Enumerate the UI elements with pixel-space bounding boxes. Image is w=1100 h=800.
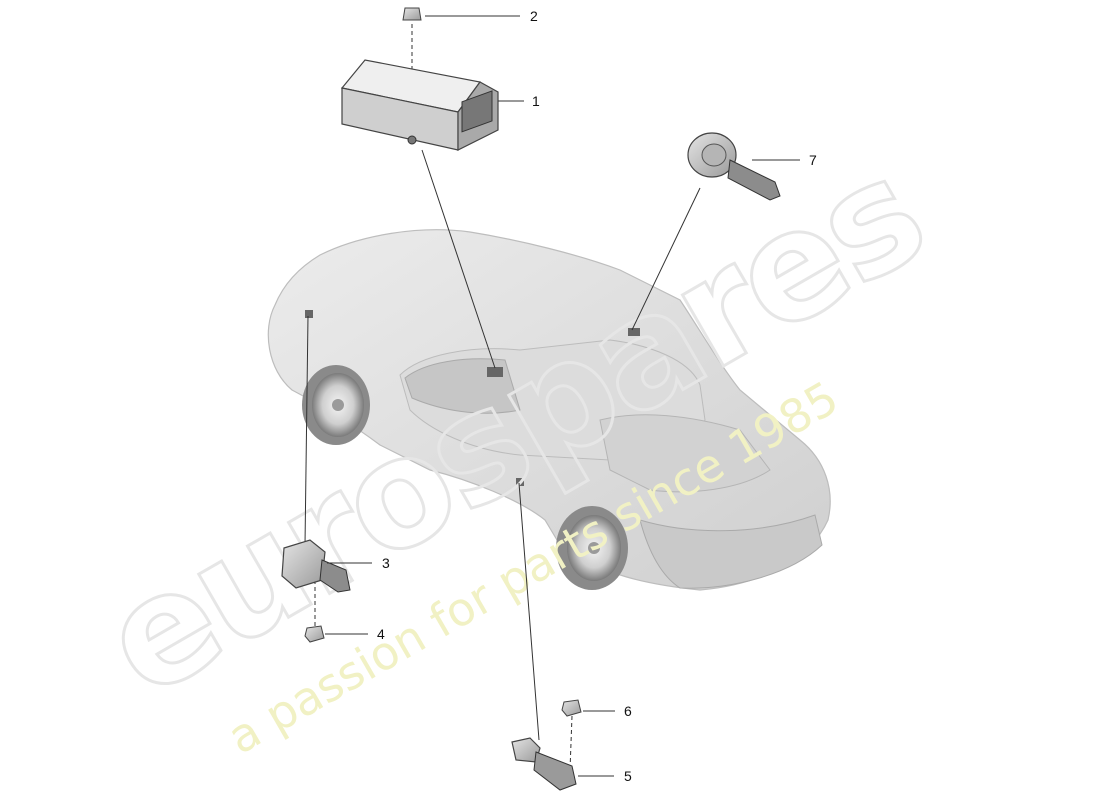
car-module-mark — [487, 367, 503, 377]
car-sensor-mark-rear — [516, 478, 524, 486]
callouts: 1 2 3 4 5 6 7 — [325, 8, 817, 784]
car-clockspring-mark — [628, 328, 640, 336]
callout-6: 6 — [624, 703, 632, 719]
part-nut-4 — [304, 625, 325, 643]
callout-4: 4 — [377, 626, 385, 642]
leader-side-sensor — [518, 482, 540, 741]
leader-steering — [631, 187, 701, 331]
leader-front-sensor — [304, 315, 309, 546]
watermark: eurospares a passion for parts since 198… — [75, 125, 952, 765]
front-wheel — [302, 365, 370, 445]
leader-control-unit — [421, 149, 496, 369]
car-sensor-mark-front — [305, 310, 313, 318]
part-nut-6 — [561, 699, 582, 717]
callout-3: 3 — [382, 555, 390, 571]
part-side-sensor — [511, 737, 577, 791]
dash-nut-6 — [569, 715, 573, 771]
callout-5: 5 — [624, 768, 632, 784]
part-nut-2 — [402, 7, 422, 21]
rear-wheel — [556, 506, 628, 590]
part-control-unit — [340, 59, 499, 151]
callout-2: 2 — [530, 8, 538, 24]
callout-7: 7 — [809, 152, 817, 168]
car-engine-lid — [599, 414, 771, 493]
callout-1: 1 — [532, 93, 540, 109]
part-steering-clock-spring — [687, 132, 781, 201]
car-rear — [639, 514, 823, 589]
part-front-sensor — [281, 539, 351, 593]
car-illustration — [267, 229, 831, 591]
